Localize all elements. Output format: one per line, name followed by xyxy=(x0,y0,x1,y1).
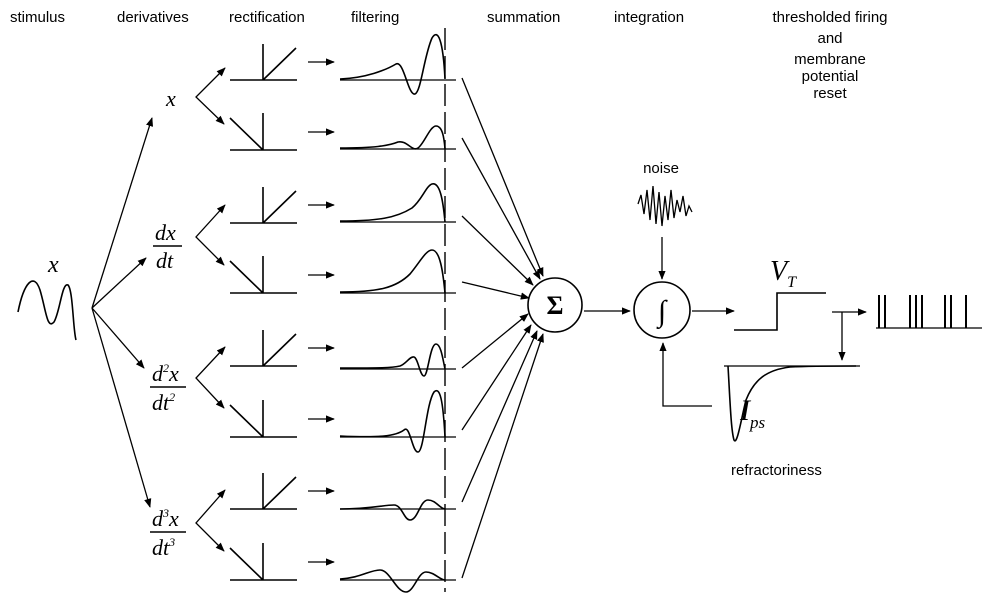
filter-kernel-6 xyxy=(339,389,456,453)
stimulus-variable-label: x xyxy=(47,252,59,278)
rectifier-x-negative xyxy=(229,113,297,151)
filter-kernel-3 xyxy=(339,183,456,223)
d3x-numerator: d3x xyxy=(152,506,179,531)
derivative-x-label: x xyxy=(165,86,176,111)
stimulus-waveform xyxy=(17,280,77,341)
header-derivatives: derivatives xyxy=(117,9,189,26)
derivative-d2x-dt2: d2x dt2 xyxy=(150,361,186,415)
dx-denominator: dt xyxy=(156,248,174,273)
rectifier-to-filter-arrows xyxy=(308,58,335,566)
split-arrows-x xyxy=(195,67,226,125)
derivative-d3x-dt3: d3x dt3 xyxy=(150,506,186,560)
threshold-label: VT xyxy=(770,256,797,291)
noise-waveform xyxy=(637,185,693,227)
arrow-stimulus-to-dx xyxy=(91,257,147,309)
split-arrows-d2x xyxy=(195,346,226,409)
postspike-current xyxy=(724,365,860,442)
header-stimulus: stimulus xyxy=(10,9,65,26)
d2x-denominator: dt2 xyxy=(152,390,175,415)
filter-kernel-7 xyxy=(339,499,456,521)
rectifier-dx-positive xyxy=(230,187,297,224)
refractoriness-label: refractoriness xyxy=(731,462,822,479)
threshold-step xyxy=(734,292,826,331)
header-thresholded-firing: thresholded firing xyxy=(772,9,887,26)
header-filtering: filtering xyxy=(351,9,399,26)
integral-symbol: ∫ xyxy=(656,295,668,330)
header-reset: reset xyxy=(813,85,847,102)
arrow-stimulus-to-d2x xyxy=(91,307,145,369)
filter-to-summation-arrows xyxy=(461,77,544,579)
filter-kernel-4 xyxy=(339,249,456,294)
d2x-numerator: d2x xyxy=(152,361,179,386)
summation-node: Σ xyxy=(527,277,583,333)
header-membrane: membrane xyxy=(794,51,866,68)
header-integration: integration xyxy=(614,9,684,26)
integration-node: ∫ xyxy=(633,281,691,339)
arrow-stimulus-to-d3x xyxy=(91,307,152,508)
feedback-arrow-to-integration xyxy=(659,342,712,407)
noise-label: noise xyxy=(643,160,679,177)
header-summation: summation xyxy=(487,9,560,26)
header-rectification: rectification xyxy=(229,9,305,26)
arrow-stimulus-to-x xyxy=(91,117,154,309)
spike-train xyxy=(876,295,982,329)
rectifier-dx-negative xyxy=(229,256,297,294)
split-arrows-dx xyxy=(195,204,226,266)
d3x-denominator: dt3 xyxy=(152,535,175,560)
rectifier-d2x-negative xyxy=(229,400,297,438)
rectifier-d3x-negative xyxy=(229,543,297,581)
rectifier-x-positive xyxy=(230,44,297,81)
postspike-label: Ips xyxy=(739,394,766,432)
split-arrows-d3x xyxy=(195,489,226,552)
filter-kernel-5 xyxy=(339,343,456,377)
filter-kernel-8 xyxy=(339,569,456,593)
filter-kernel-2 xyxy=(339,125,456,150)
filter-kernel-1 xyxy=(339,33,456,95)
dx-numerator: dx xyxy=(155,220,176,245)
rectifier-d2x-positive xyxy=(230,330,297,367)
derivative-dx-dt: dx dt xyxy=(153,220,182,273)
rectifier-d3x-positive xyxy=(230,473,297,510)
header-and: and xyxy=(817,30,842,47)
sigma-symbol: Σ xyxy=(547,291,564,320)
header-potential: potential xyxy=(802,68,859,85)
